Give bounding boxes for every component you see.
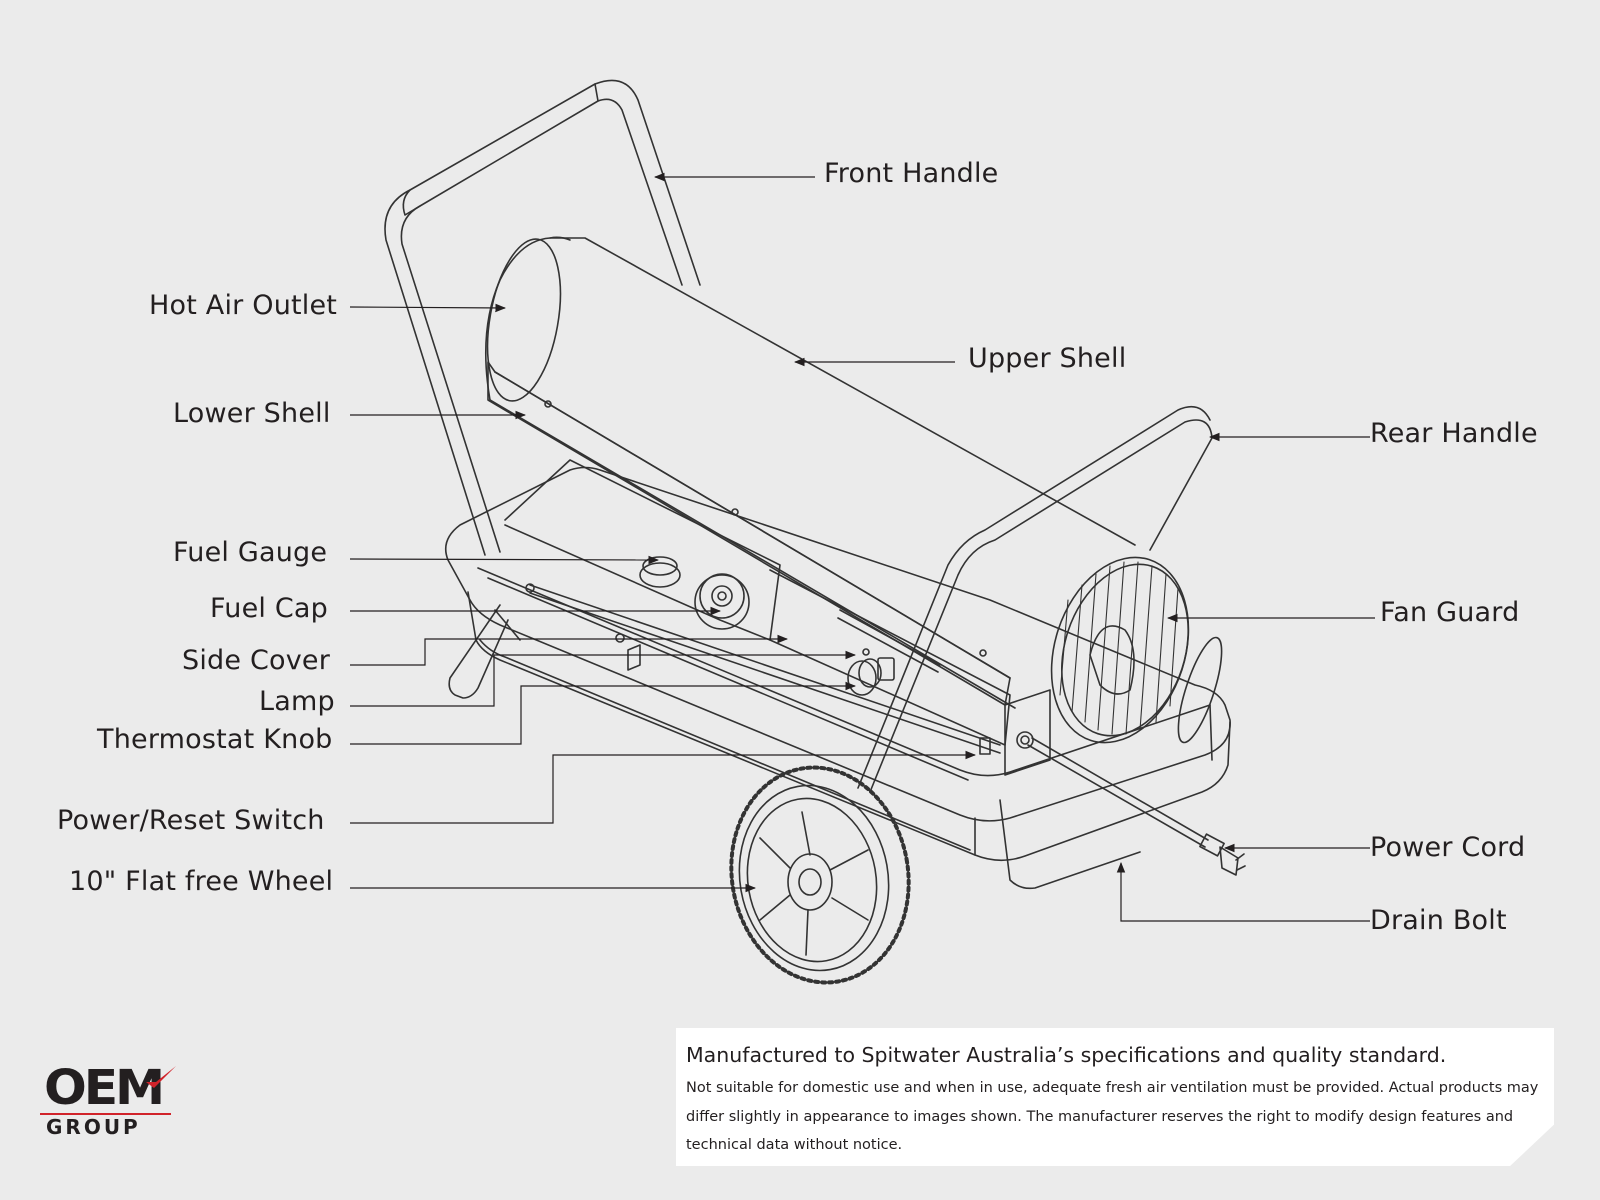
leader-side-cover — [350, 634, 789, 666]
leader-lamp — [350, 650, 857, 707]
leader-thermostat-knob — [350, 681, 857, 745]
label-upper-shell: Upper Shell — [968, 343, 1127, 374]
label-rear-handle: Rear Handle — [1370, 418, 1538, 449]
rear-handle-frame — [869, 419, 1213, 793]
leader-lines — [349, 172, 1375, 922]
logo-check-icon — [146, 1066, 176, 1088]
label-front-handle: Front Handle — [824, 158, 999, 189]
cord-grommet — [1016, 731, 1034, 749]
label-fan-guard: Fan Guard — [1380, 597, 1520, 628]
label-fuel-gauge: Fuel Gauge — [173, 537, 328, 568]
label-hot-air-outlet: Hot Air Outlet — [149, 290, 338, 321]
logo-wordmark: OEM — [44, 1060, 165, 1116]
label-power-reset-switch: Power/Reset Switch — [57, 805, 325, 836]
label-drain-bolt: Drain Bolt — [1370, 905, 1507, 936]
fuel-gauge-shape — [639, 562, 681, 588]
label-power-cord: Power Cord — [1370, 832, 1526, 863]
disclaimer-title: Manufactured to Spitwater Australia’s sp… — [686, 1043, 1447, 1067]
logo-subtitle: GROUP — [46, 1115, 141, 1139]
label-wheel: 10" Flat free Wheel — [69, 866, 334, 897]
label-lamp: Lamp — [259, 686, 335, 717]
label-lower-shell: Lower Shell — [173, 398, 331, 429]
fuel-cap-shape — [694, 574, 750, 630]
disclaimer-box: Manufactured to Spitwater Australia’s sp… — [676, 1028, 1554, 1166]
label-thermostat-knob: Thermostat Knob — [97, 724, 333, 755]
thermostat-knob-shape — [847, 660, 877, 696]
leader-drain-bolt — [1116, 861, 1370, 922]
label-fuel-cap: Fuel Cap — [210, 593, 328, 624]
lower-shell-outline — [487, 361, 1011, 706]
heater-illustration — [384, 79, 1246, 985]
logo-accent-rule — [40, 1113, 171, 1115]
leader-fuel-gauge — [349, 555, 660, 565]
upper-shell-outline — [484, 237, 1136, 546]
fuel-tank — [444, 466, 1231, 822]
power-cord-line — [1027, 744, 1206, 848]
label-side-cover: Side Cover — [182, 645, 331, 676]
leader-hot-air-outlet — [349, 303, 507, 313]
oem-group-logo: OEM GROUP — [40, 1060, 182, 1140]
fan-guard-shape — [1050, 556, 1190, 744]
disclaimer-body: Not suitable for domestic use and when i… — [686, 1080, 1539, 1153]
leader-power-reset — [350, 750, 977, 824]
